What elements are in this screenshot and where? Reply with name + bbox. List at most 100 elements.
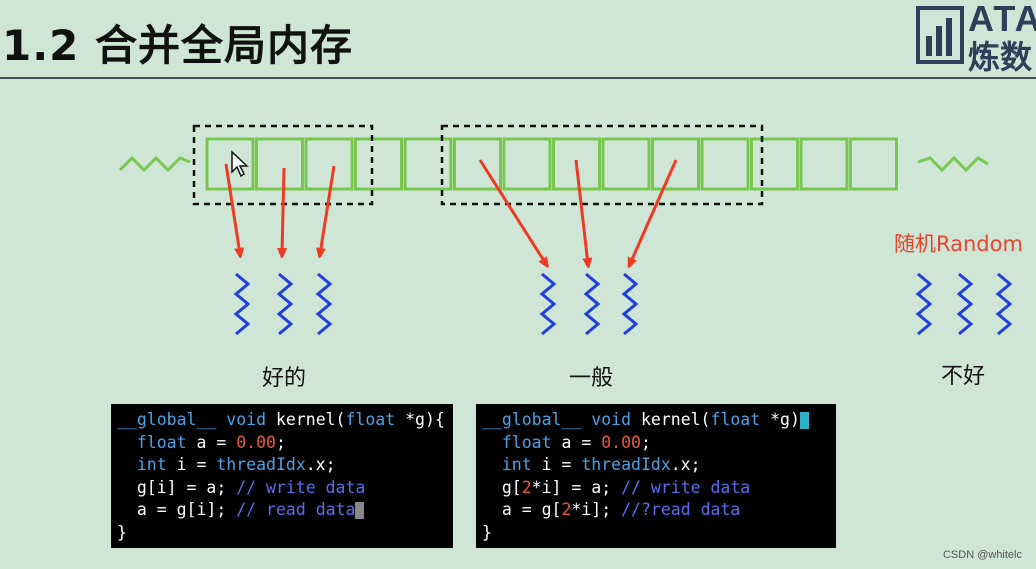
text-cursor bbox=[355, 502, 365, 519]
left-squiggle bbox=[118, 155, 191, 173]
code-line: a = g[2*i]; //?read data bbox=[482, 499, 830, 522]
memory-cell bbox=[750, 137, 799, 191]
code-token: __global__ bbox=[482, 410, 582, 429]
thread-icon bbox=[956, 272, 974, 336]
logo: ATA 炼数 bbox=[916, 0, 1036, 76]
thread-icon bbox=[995, 272, 1013, 336]
arrow bbox=[320, 165, 336, 254]
memory-cell bbox=[255, 137, 304, 191]
memory-cell bbox=[304, 137, 354, 191]
header-divider bbox=[0, 77, 1036, 79]
label-bad: 不好 bbox=[941, 364, 986, 389]
code-token: void bbox=[581, 410, 641, 429]
mouse-cursor-icon bbox=[231, 150, 249, 178]
logo-top-text: ATA bbox=[968, 0, 1036, 39]
code-block-strided: __global__ void kernel(float *g) float a… bbox=[476, 404, 836, 548]
memory-cell bbox=[403, 137, 453, 191]
code-line: int i = threadIdx.x; bbox=[117, 454, 447, 477]
memory-cell bbox=[799, 137, 849, 191]
thread-icon bbox=[233, 272, 251, 336]
code-token: a = bbox=[551, 432, 602, 452]
code-line: float a = 0.00; bbox=[117, 432, 447, 455]
code-token: *i] = a; bbox=[531, 477, 622, 497]
code-line: __global__ void kernel(float *g){ bbox=[117, 409, 447, 432]
code-token: 0.00 bbox=[601, 432, 641, 452]
code-token: float bbox=[482, 432, 552, 452]
thread-icon bbox=[315, 272, 333, 336]
logo-bars-icon bbox=[916, 6, 964, 64]
code-line: g[2*i] = a; // write data bbox=[482, 477, 830, 500]
code-token: int bbox=[482, 455, 532, 474]
arrows-general bbox=[478, 159, 678, 264]
code-token: 2 bbox=[521, 477, 532, 497]
thread-icon bbox=[583, 272, 601, 336]
code-token: a = g[i]; bbox=[117, 500, 237, 519]
slide-title: 1.2 合并全局内存 bbox=[2, 21, 354, 70]
code-token: a = bbox=[186, 432, 237, 452]
code-line: g[i] = a; // write data bbox=[117, 477, 447, 500]
memory-cell bbox=[700, 137, 750, 191]
code-token: g[ bbox=[482, 477, 522, 497]
code-token: threadIdx bbox=[581, 455, 671, 474]
slide-header: 1.2 合并全局内存 ATA 炼数 bbox=[0, 0, 1036, 79]
memory-cell bbox=[354, 137, 403, 191]
code-token: *g){ bbox=[395, 410, 445, 429]
code-token: threadIdx bbox=[216, 455, 306, 474]
code-token: int bbox=[117, 455, 167, 474]
code-token: ; bbox=[640, 432, 651, 452]
code-token: .x; bbox=[305, 455, 336, 474]
thread-icon bbox=[621, 272, 639, 336]
code-token: kernel( bbox=[275, 410, 346, 429]
code-token: float bbox=[345, 410, 396, 429]
arrow bbox=[282, 167, 284, 254]
thread-icon bbox=[276, 272, 294, 336]
code-line: } bbox=[482, 522, 830, 545]
thread-icon bbox=[539, 272, 557, 336]
code-token: 0.00 bbox=[236, 432, 276, 452]
label-general: 一般 bbox=[569, 366, 614, 391]
code-line: float a = 0.00; bbox=[482, 432, 830, 455]
code-token: float bbox=[117, 432, 187, 452]
arrows-good bbox=[224, 163, 336, 254]
code-line: a = g[i]; // read data bbox=[117, 499, 447, 522]
code-token: } bbox=[117, 522, 127, 542]
thread-icon bbox=[915, 272, 933, 336]
text-cursor bbox=[799, 412, 809, 429]
code-token: *i]; bbox=[571, 500, 622, 519]
right-squiggle bbox=[917, 155, 989, 173]
arrow bbox=[478, 159, 546, 264]
memory-cell bbox=[601, 137, 651, 191]
label-good: 好的 bbox=[262, 366, 307, 391]
logo-bottom-text: 炼数 bbox=[968, 38, 1033, 76]
code-line: __global__ void kernel(float *g) bbox=[482, 409, 830, 432]
dashed-box-general bbox=[440, 124, 764, 206]
code-line: } bbox=[117, 522, 447, 545]
label-random: 随机Random bbox=[894, 232, 1023, 256]
code-token: //?read data bbox=[621, 500, 741, 519]
code-block-coalesced: __global__ void kernel(float *g){ float … bbox=[111, 404, 453, 548]
code-token: i = bbox=[531, 455, 582, 474]
code-token: kernel( bbox=[640, 410, 711, 429]
code-token: 2 bbox=[561, 500, 572, 519]
arrow bbox=[224, 163, 240, 254]
code-token: } bbox=[482, 522, 492, 542]
code-token: // write data bbox=[236, 477, 366, 497]
memory-cell bbox=[552, 137, 601, 191]
code-token: .x; bbox=[670, 455, 701, 474]
memory-cells bbox=[205, 137, 898, 191]
code-token: __global__ bbox=[117, 410, 217, 429]
arrow bbox=[574, 159, 588, 264]
code-token: g[i] = a; bbox=[117, 477, 237, 497]
code-token: ; bbox=[275, 432, 286, 452]
code-line: int i = threadIdx.x; bbox=[482, 454, 830, 477]
memory-cell bbox=[651, 137, 700, 191]
code-token: // write data bbox=[621, 477, 751, 497]
memory-cell bbox=[453, 137, 502, 191]
code-token: i = bbox=[166, 455, 217, 474]
watermark: CSDN @whitelc bbox=[942, 549, 1022, 561]
memory-cell bbox=[849, 137, 898, 191]
code-token: float bbox=[710, 410, 761, 429]
code-token: *g) bbox=[760, 410, 800, 429]
code-token: void bbox=[216, 410, 276, 429]
